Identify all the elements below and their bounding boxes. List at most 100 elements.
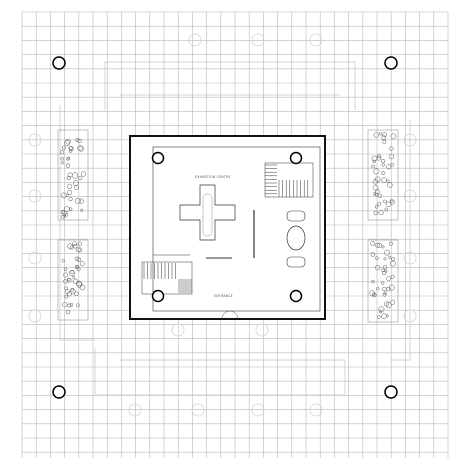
ghost-outline-south xyxy=(94,348,346,396)
tree-foliage xyxy=(376,287,380,291)
stair-treads-northeast xyxy=(265,164,309,197)
tree-foliage xyxy=(377,154,382,159)
tree-foliage xyxy=(61,161,65,165)
tree-foliage xyxy=(386,286,391,292)
tree-foliage xyxy=(63,206,70,213)
tree-foliage xyxy=(67,183,73,189)
tree-foliage xyxy=(384,269,388,273)
room-inner-wall xyxy=(152,146,321,312)
label-entrance: ENTRANCE xyxy=(214,294,233,298)
tree-foliage xyxy=(66,175,71,181)
tree-foliage xyxy=(373,132,379,138)
tree-foliage xyxy=(65,163,71,168)
tree-foliage xyxy=(384,207,389,212)
tree-foliage xyxy=(389,199,394,203)
tree-foliage xyxy=(377,201,382,206)
tree-foliage xyxy=(66,277,72,283)
tree-foliage xyxy=(374,176,381,183)
stair-treads-southwest xyxy=(143,263,192,293)
tree-foliage xyxy=(388,241,393,246)
ghost-outline-east xyxy=(390,120,411,361)
tree-foliage xyxy=(386,276,392,281)
tree-cluster-icon xyxy=(57,129,89,221)
tree-foliage xyxy=(61,259,65,263)
tree-foliage xyxy=(63,279,68,284)
tree-foliage xyxy=(386,179,390,183)
tree-foliage xyxy=(375,256,379,260)
ghost-circle xyxy=(28,133,42,147)
tree-foliage xyxy=(67,190,73,195)
tree-foliage xyxy=(63,267,68,271)
tree-foliage xyxy=(70,269,75,274)
tree-foliage xyxy=(382,132,388,138)
tree-foliage xyxy=(385,302,392,308)
tree-foliage xyxy=(62,210,67,216)
tree-foliage xyxy=(61,145,66,150)
tree-foliage xyxy=(387,182,393,188)
stair-icon-northeast xyxy=(264,162,314,198)
tree-foliage xyxy=(384,301,390,307)
tree-foliage xyxy=(65,309,71,315)
ghost-circle xyxy=(309,403,323,417)
structural-column xyxy=(384,385,398,399)
tree-foliage xyxy=(74,256,79,261)
ghost-circle xyxy=(403,133,417,147)
ghost-circle xyxy=(255,323,269,337)
tree-foliage xyxy=(372,184,379,191)
planter-bed xyxy=(367,239,399,323)
tree-foliage xyxy=(80,208,84,212)
structural-column xyxy=(52,56,66,70)
tree-foliage xyxy=(72,243,78,249)
ghost-circle xyxy=(309,33,323,47)
door-swing-icon xyxy=(221,310,239,320)
tree-foliage xyxy=(76,280,82,287)
tree-foliage xyxy=(77,175,83,181)
tree-foliage xyxy=(371,279,375,284)
tree-foliage xyxy=(381,268,385,273)
tree-foliage xyxy=(391,257,396,262)
tree-foliage xyxy=(374,242,380,248)
tree-foliage xyxy=(390,274,395,279)
tree-foliage xyxy=(388,255,392,259)
tree-cluster-icon xyxy=(57,239,89,321)
tree-foliage xyxy=(59,150,65,155)
bench-upper xyxy=(286,210,306,222)
label-upper-room: EXHIBITION CENTRE xyxy=(195,175,231,179)
tree-foliage xyxy=(385,201,392,207)
bench-lower xyxy=(286,256,306,268)
tree-foliage xyxy=(74,265,79,270)
tree-foliage xyxy=(69,270,75,277)
tree-foliage xyxy=(64,140,71,147)
tree-foliage xyxy=(377,193,382,198)
tree-foliage xyxy=(384,249,391,256)
ghost-circle xyxy=(403,189,417,203)
tree-foliage xyxy=(386,164,392,170)
tree-foliage xyxy=(371,155,378,162)
tree-foliage xyxy=(381,313,387,320)
tree-foliage xyxy=(77,247,83,253)
tree-foliage xyxy=(72,241,77,247)
stair-landing-northeast xyxy=(264,162,314,198)
tree-foliage xyxy=(385,314,389,318)
ghost-circle xyxy=(403,251,417,265)
tree-foliage xyxy=(373,210,378,216)
structural-column xyxy=(151,151,165,165)
tree-foliage xyxy=(390,133,397,140)
tree-foliage xyxy=(390,299,396,305)
tree-foliage xyxy=(79,261,85,267)
tree-foliage xyxy=(388,153,395,160)
tree-foliage xyxy=(68,197,73,202)
tree-foliage xyxy=(67,156,71,160)
tree-foliage xyxy=(70,288,76,295)
tree-foliage xyxy=(75,247,81,253)
tree-foliage xyxy=(388,284,395,291)
tree-foliage xyxy=(381,159,386,164)
tree-foliage xyxy=(382,139,387,144)
tree-foliage xyxy=(379,132,383,136)
room-outer-wall xyxy=(129,135,326,320)
tree-foliage xyxy=(64,286,68,290)
tree-foliage xyxy=(76,303,80,308)
tree-foliage xyxy=(389,146,394,151)
tree-foliage xyxy=(73,180,79,186)
